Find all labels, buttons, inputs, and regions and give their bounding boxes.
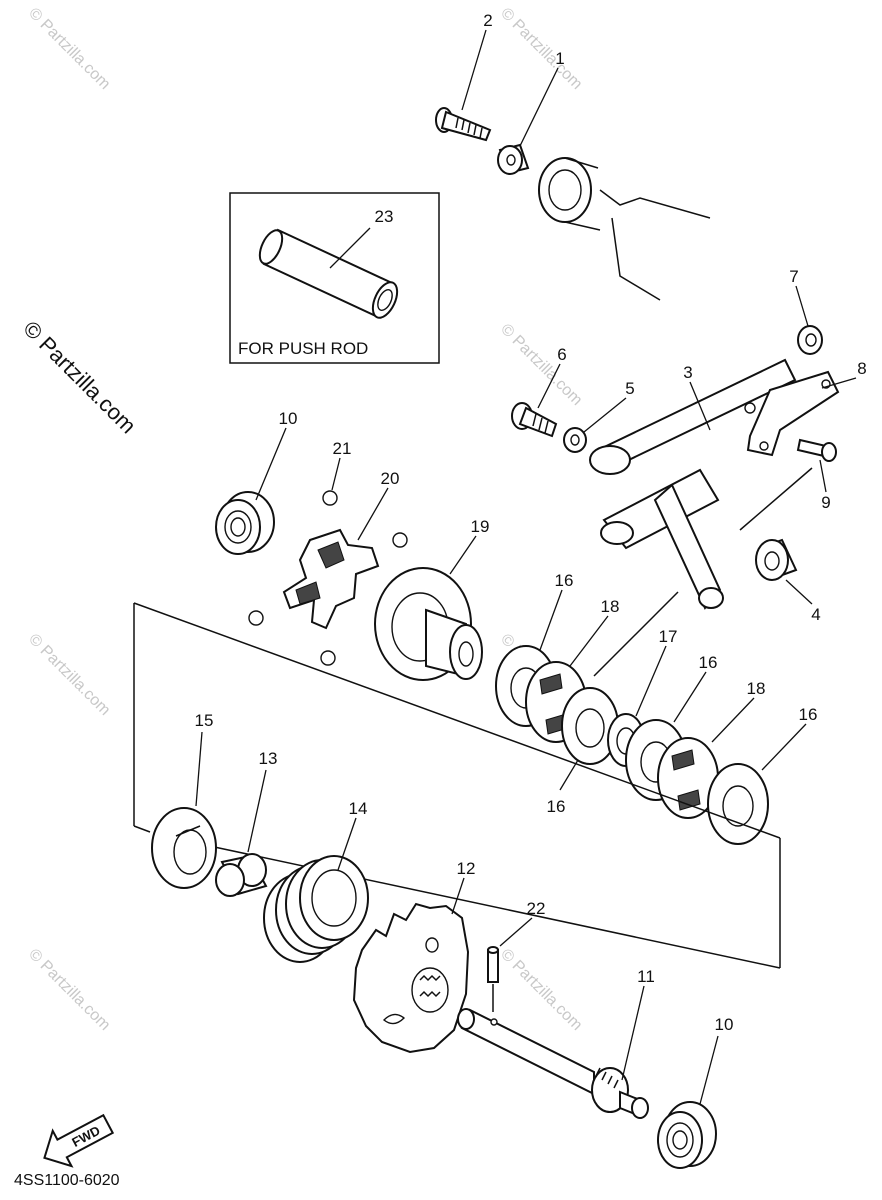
callout-4: 4 [811,605,820,624]
callout-10: 10 [715,1015,734,1034]
watermark: © Partzilla.com [497,321,585,409]
gear-part-12 [352,902,470,1054]
callout-2: 2 [483,11,492,30]
push-rod-part [258,228,399,319]
pin-part-22 [487,946,499,983]
fwd-arrow-icon: FWD [43,1113,115,1168]
shaft-part-11 [457,1008,649,1119]
watermark: © Partzilla.com [25,5,113,93]
shaft-cylinder [538,157,711,301]
callout-12: 12 [457,859,476,878]
spring-part-14 [263,855,369,963]
callout-20: 20 [381,469,400,488]
watermark: © Partzilla.com [25,946,113,1034]
callout-10: 10 [279,409,298,428]
callout-22: 22 [527,899,546,918]
callout-16: 16 [699,653,718,672]
callout-11: 11 [637,967,655,986]
watermark: © Partzilla.com [497,946,585,1034]
watermark-side: © Partzilla.com [18,316,141,439]
washer-part-5 [563,427,587,453]
callout-16: 16 [799,705,818,724]
callout-23: 23 [375,207,394,226]
callout-16: 16 [547,797,566,816]
callout-5: 5 [625,379,634,398]
ball-part-21 [322,490,338,506]
callout-21: 21 [333,439,352,458]
watermark: © Partzilla.com [497,5,585,93]
lever-part-3 [589,358,797,610]
diagram-code: 4SS1100-6020 [14,1172,120,1189]
callout-9: 9 [821,493,830,512]
collar-part-4 [755,538,798,581]
bolt-part-6 [511,402,558,438]
callout-16: 16 [555,571,574,590]
seal-part-15 [151,807,217,889]
collar-part-7 [797,325,823,355]
callout-8: 8 [857,359,866,378]
bearing-part-10-upper [215,491,275,555]
inset-frame [229,192,440,364]
inset-push-rod: 23 FOR PUSH ROD [229,192,440,364]
callout-19: 19 [471,517,490,536]
ratchet-part-20 [248,490,408,666]
ball-part-21 [320,650,336,666]
callout-15: 15 [195,711,214,730]
assembly-bracket [133,602,781,969]
callout-18: 18 [601,597,620,616]
callout-3: 3 [683,363,692,382]
ball-part-21 [248,610,264,626]
callout-18: 18 [747,679,766,698]
bearing-part-10-lower [657,1101,717,1169]
callout-7: 7 [789,267,798,286]
inset-label: FOR PUSH ROD [238,339,368,358]
callout-17: 17 [659,627,678,646]
collar-part-13 [215,853,268,897]
callout-14: 14 [349,799,368,818]
ball-part-21 [392,532,408,548]
collar-part-1 [497,143,530,175]
washer-stack [495,645,769,845]
bolt-part-9 [796,438,837,462]
bolt-part-2 [435,107,492,142]
callout-13: 13 [259,749,278,768]
watermark: © Partzilla.com [25,631,113,719]
callout-1: 1 [555,49,564,68]
bracket-part-8 [746,370,840,457]
callout-6: 6 [557,345,566,364]
shaft-part-19 [374,567,483,681]
